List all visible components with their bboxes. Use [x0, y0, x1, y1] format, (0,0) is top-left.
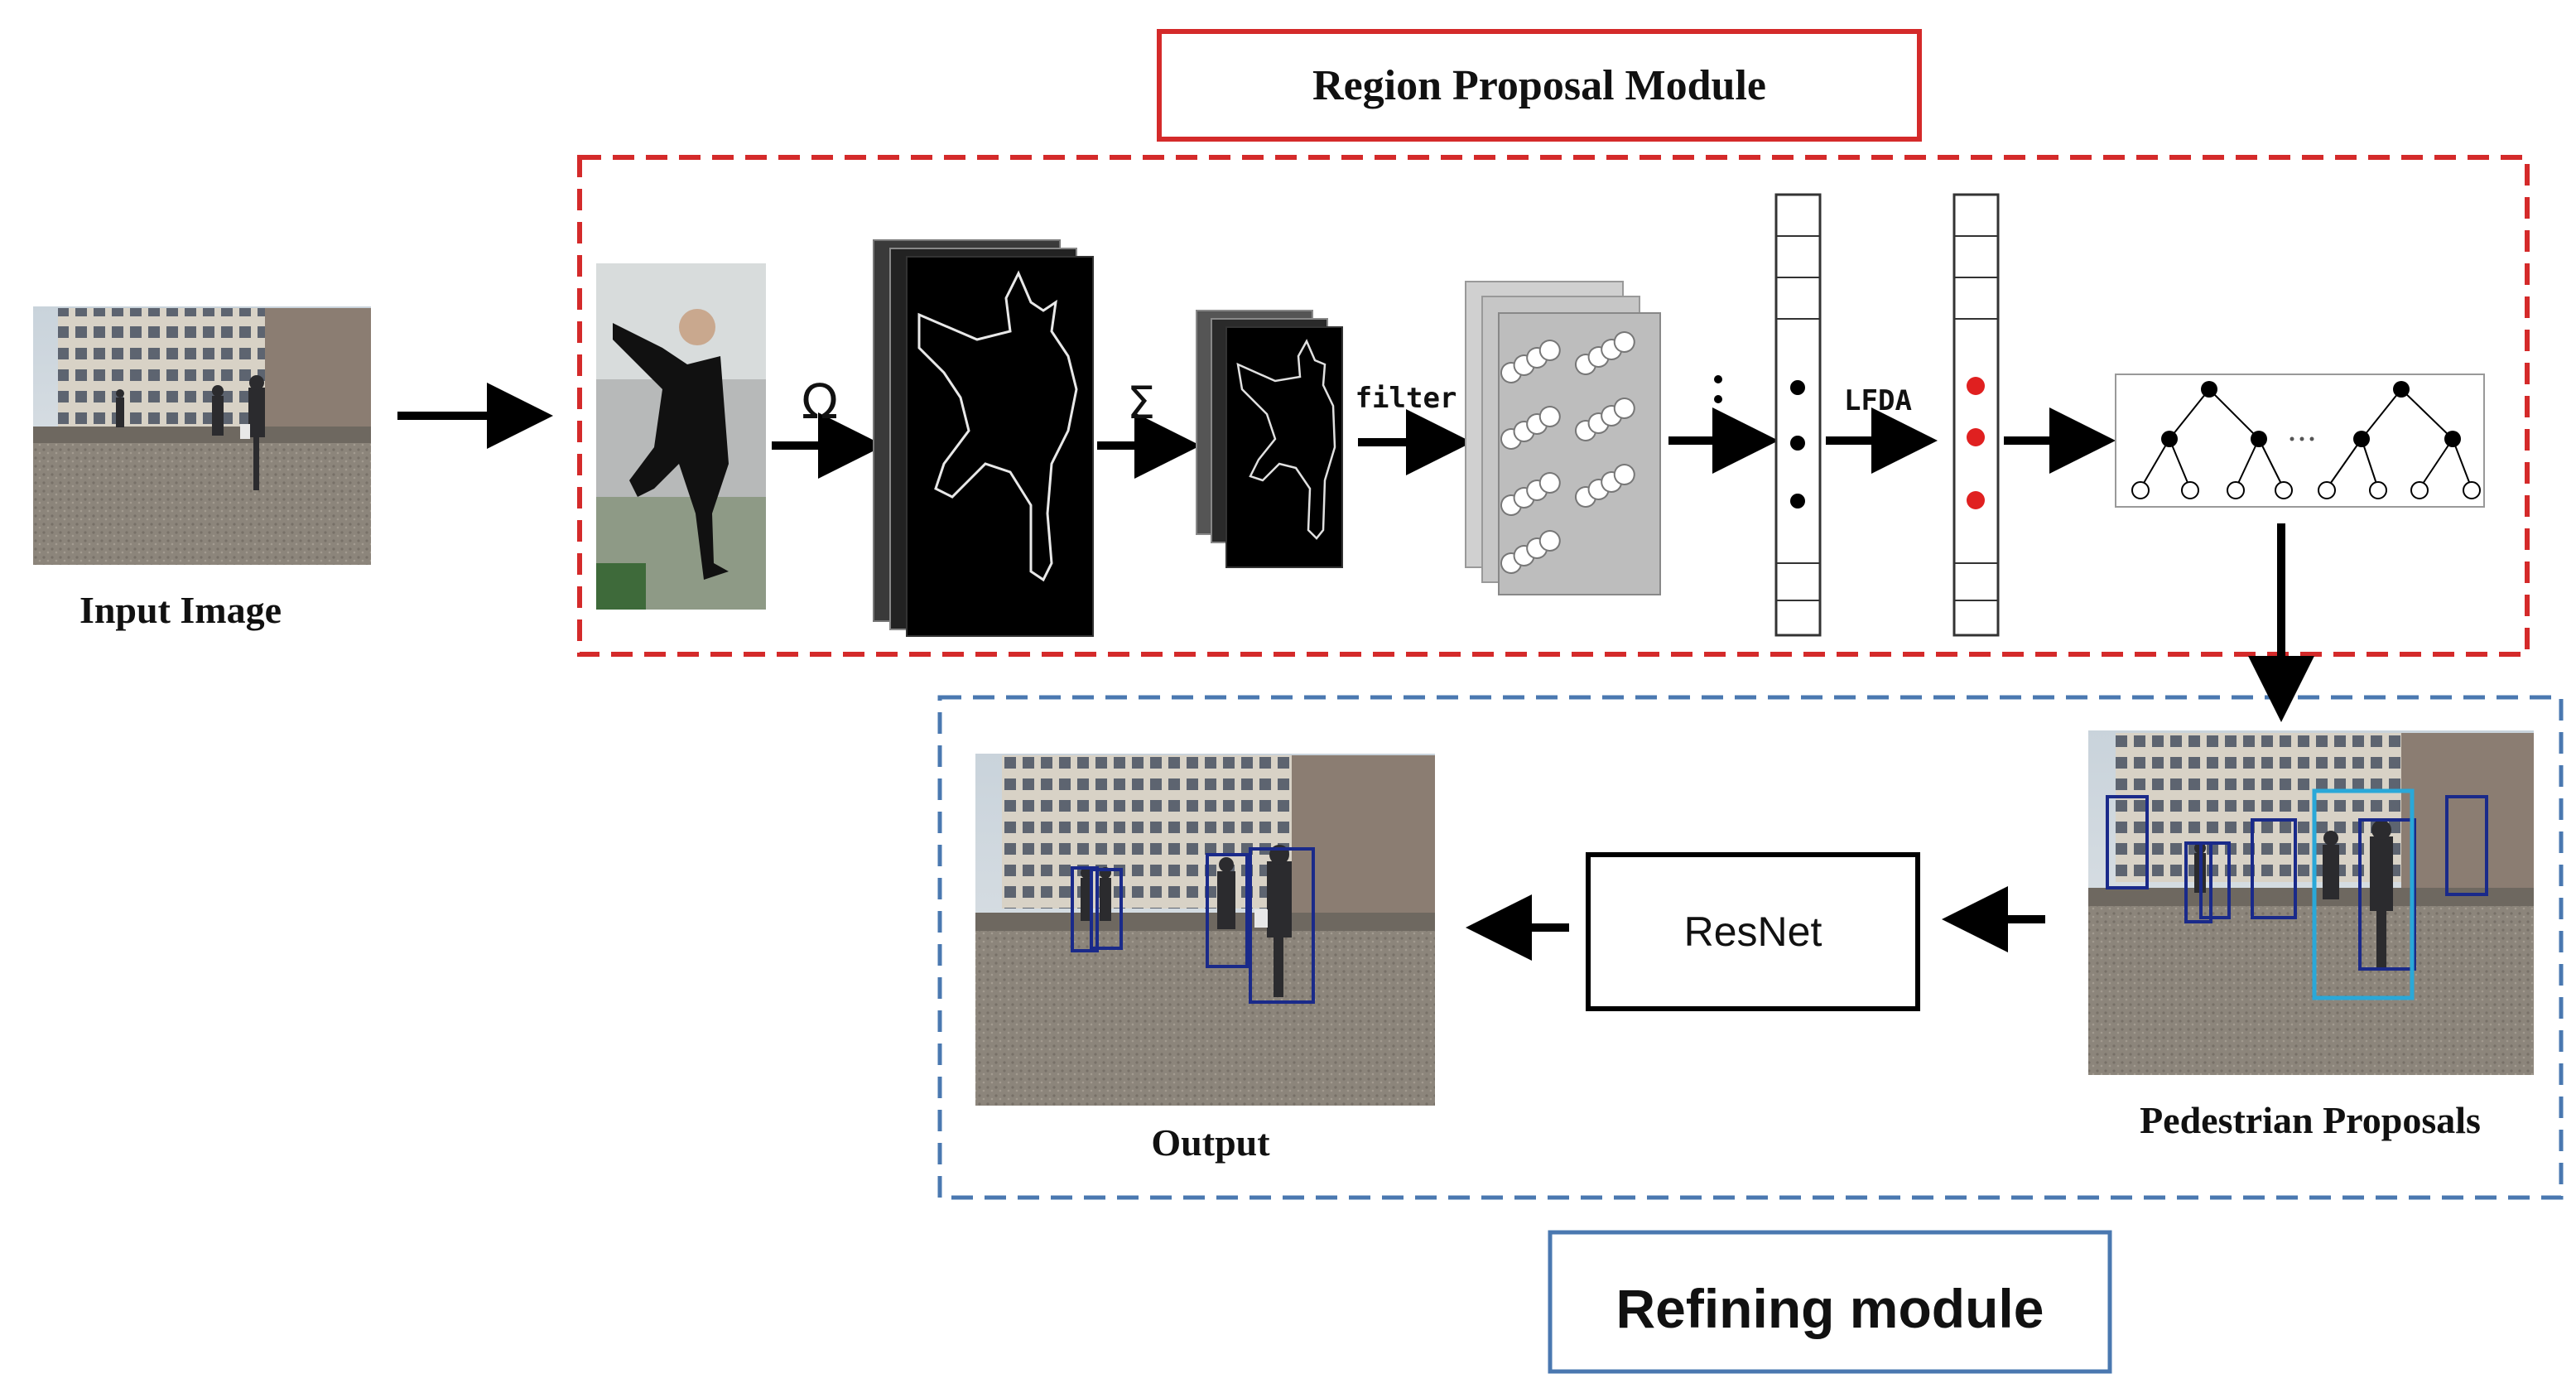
vertical-ellipsis: [1714, 375, 1722, 423]
filter-label: filter: [1355, 382, 1457, 415]
region-proposal-title: Region Proposal Module: [1312, 62, 1766, 109]
feature-vector: [1774, 193, 1822, 637]
output-image: [975, 754, 1435, 1106]
pedestrian-proposals-image: [2088, 730, 2534, 1075]
region-proposal-container: [577, 155, 2530, 657]
refining-title: Refining module: [1616, 1278, 2044, 1339]
pedestrian-proposals-label: Pedestrian Proposals: [2140, 1099, 2481, 1141]
refining-container: [937, 695, 2564, 1200]
lfda-label: LFDA: [1844, 384, 1912, 417]
decision-forest: [2115, 374, 2485, 508]
refining-title-box: [1548, 1230, 2112, 1374]
omega-label: Ω: [802, 374, 838, 430]
input-image-label: Input Image: [79, 589, 282, 631]
region-proposal-title-box: [1157, 29, 1922, 142]
resnet-box: [1586, 852, 1920, 1011]
person-crop-image: [596, 263, 766, 610]
sigma-label: Σ: [1127, 377, 1155, 429]
filter-bank-stack: [1465, 281, 1661, 595]
output-label: Output: [1151, 1121, 1270, 1164]
resnet-label: ResNet: [1684, 909, 1822, 955]
aggregated-channel-stack: [1196, 310, 1343, 568]
projected-feature-vector: [1952, 193, 2000, 637]
channel-feature-stack: [873, 239, 1094, 637]
input-image: [33, 306, 371, 565]
